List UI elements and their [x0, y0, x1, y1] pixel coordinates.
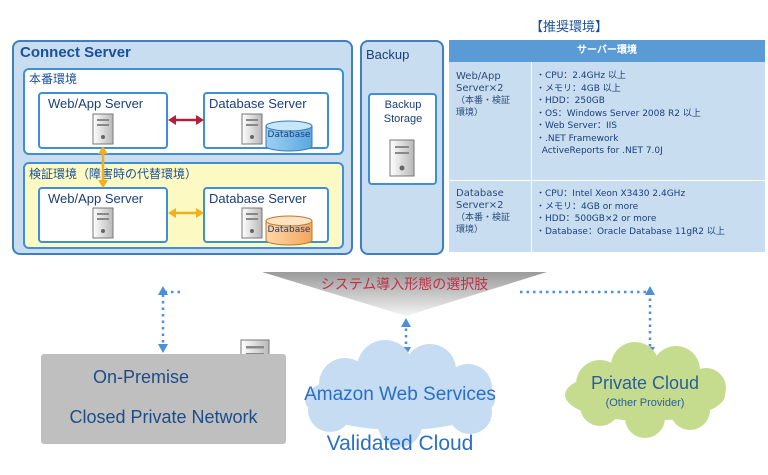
arrow-head: [158, 286, 168, 295]
prod-database-label: Database: [267, 130, 311, 140]
spec-row-divider: [449, 180, 765, 181]
prod-connection-arrow: [168, 115, 204, 125]
closed-network-label: Closed Private Network: [69, 407, 258, 427]
failover-arrow: [98, 146, 108, 188]
prod-db-server-label: Database Server: [209, 96, 307, 111]
private-cloud-label: Private Cloud: [590, 373, 700, 393]
test-connection-arrow: [168, 208, 204, 218]
server-icon: [92, 113, 114, 145]
spec-web-list: ・CPU：2.4GHz 以上 ・メモリ：4GB 以上 ・HDD：250GB ・O…: [536, 71, 701, 156]
aws-label: Amazon Web Services: [304, 384, 496, 405]
production-environment-title: 本番環境: [29, 72, 78, 86]
database-icon-test: [265, 215, 313, 246]
backup-title: Backup: [366, 47, 410, 62]
test-environment-title: 検証環境（障害時の代替環境）: [29, 167, 198, 181]
connect-server-title: Connect Server: [20, 44, 131, 61]
test-db-server-label: Database Server: [209, 191, 307, 206]
server-icon: [241, 113, 263, 145]
spec-db-list: ・CPU：Intel Xeon X3430 2.4GHz ・メモリ：4GB or…: [536, 189, 725, 237]
test-database-label: Database: [267, 225, 311, 235]
spec-web-label: Web/App Server×2 （本番・検証 環境）: [456, 71, 511, 118]
spec-table-header: サーバー環境: [449, 40, 765, 62]
arrow-head: [401, 318, 411, 327]
selection-title: システム導入形態の選択肢: [320, 277, 489, 293]
selection-funnel: [262, 272, 547, 316]
backup-storage-label: Backup Storage: [383, 99, 423, 125]
server-icon: [241, 207, 263, 239]
validated-cloud-label: Validated Cloud: [326, 432, 474, 455]
spec-title: 【推奨環境】: [530, 20, 609, 35]
on-premise-label: On-Premise: [92, 367, 190, 387]
server-icon: [389, 139, 415, 177]
private-cloud: [565, 342, 726, 438]
arrow-head: [645, 286, 655, 295]
private-cloud-sub-label: (Other Provider): [605, 397, 685, 409]
database-icon-prod: [265, 120, 313, 152]
aws-cloud: [305, 340, 495, 447]
test-web-server-label: Web/App Server: [48, 191, 144, 206]
on-premise-box: [41, 354, 286, 444]
server-icon: [92, 207, 114, 239]
spec-col-divider: [531, 62, 532, 252]
spec-db-label: Database Server×2 （本番・検証 環境）: [456, 188, 511, 235]
arrow-head: [158, 344, 168, 353]
spec-table: [449, 40, 765, 252]
prod-web-server-label: Web/App Server: [48, 96, 144, 111]
